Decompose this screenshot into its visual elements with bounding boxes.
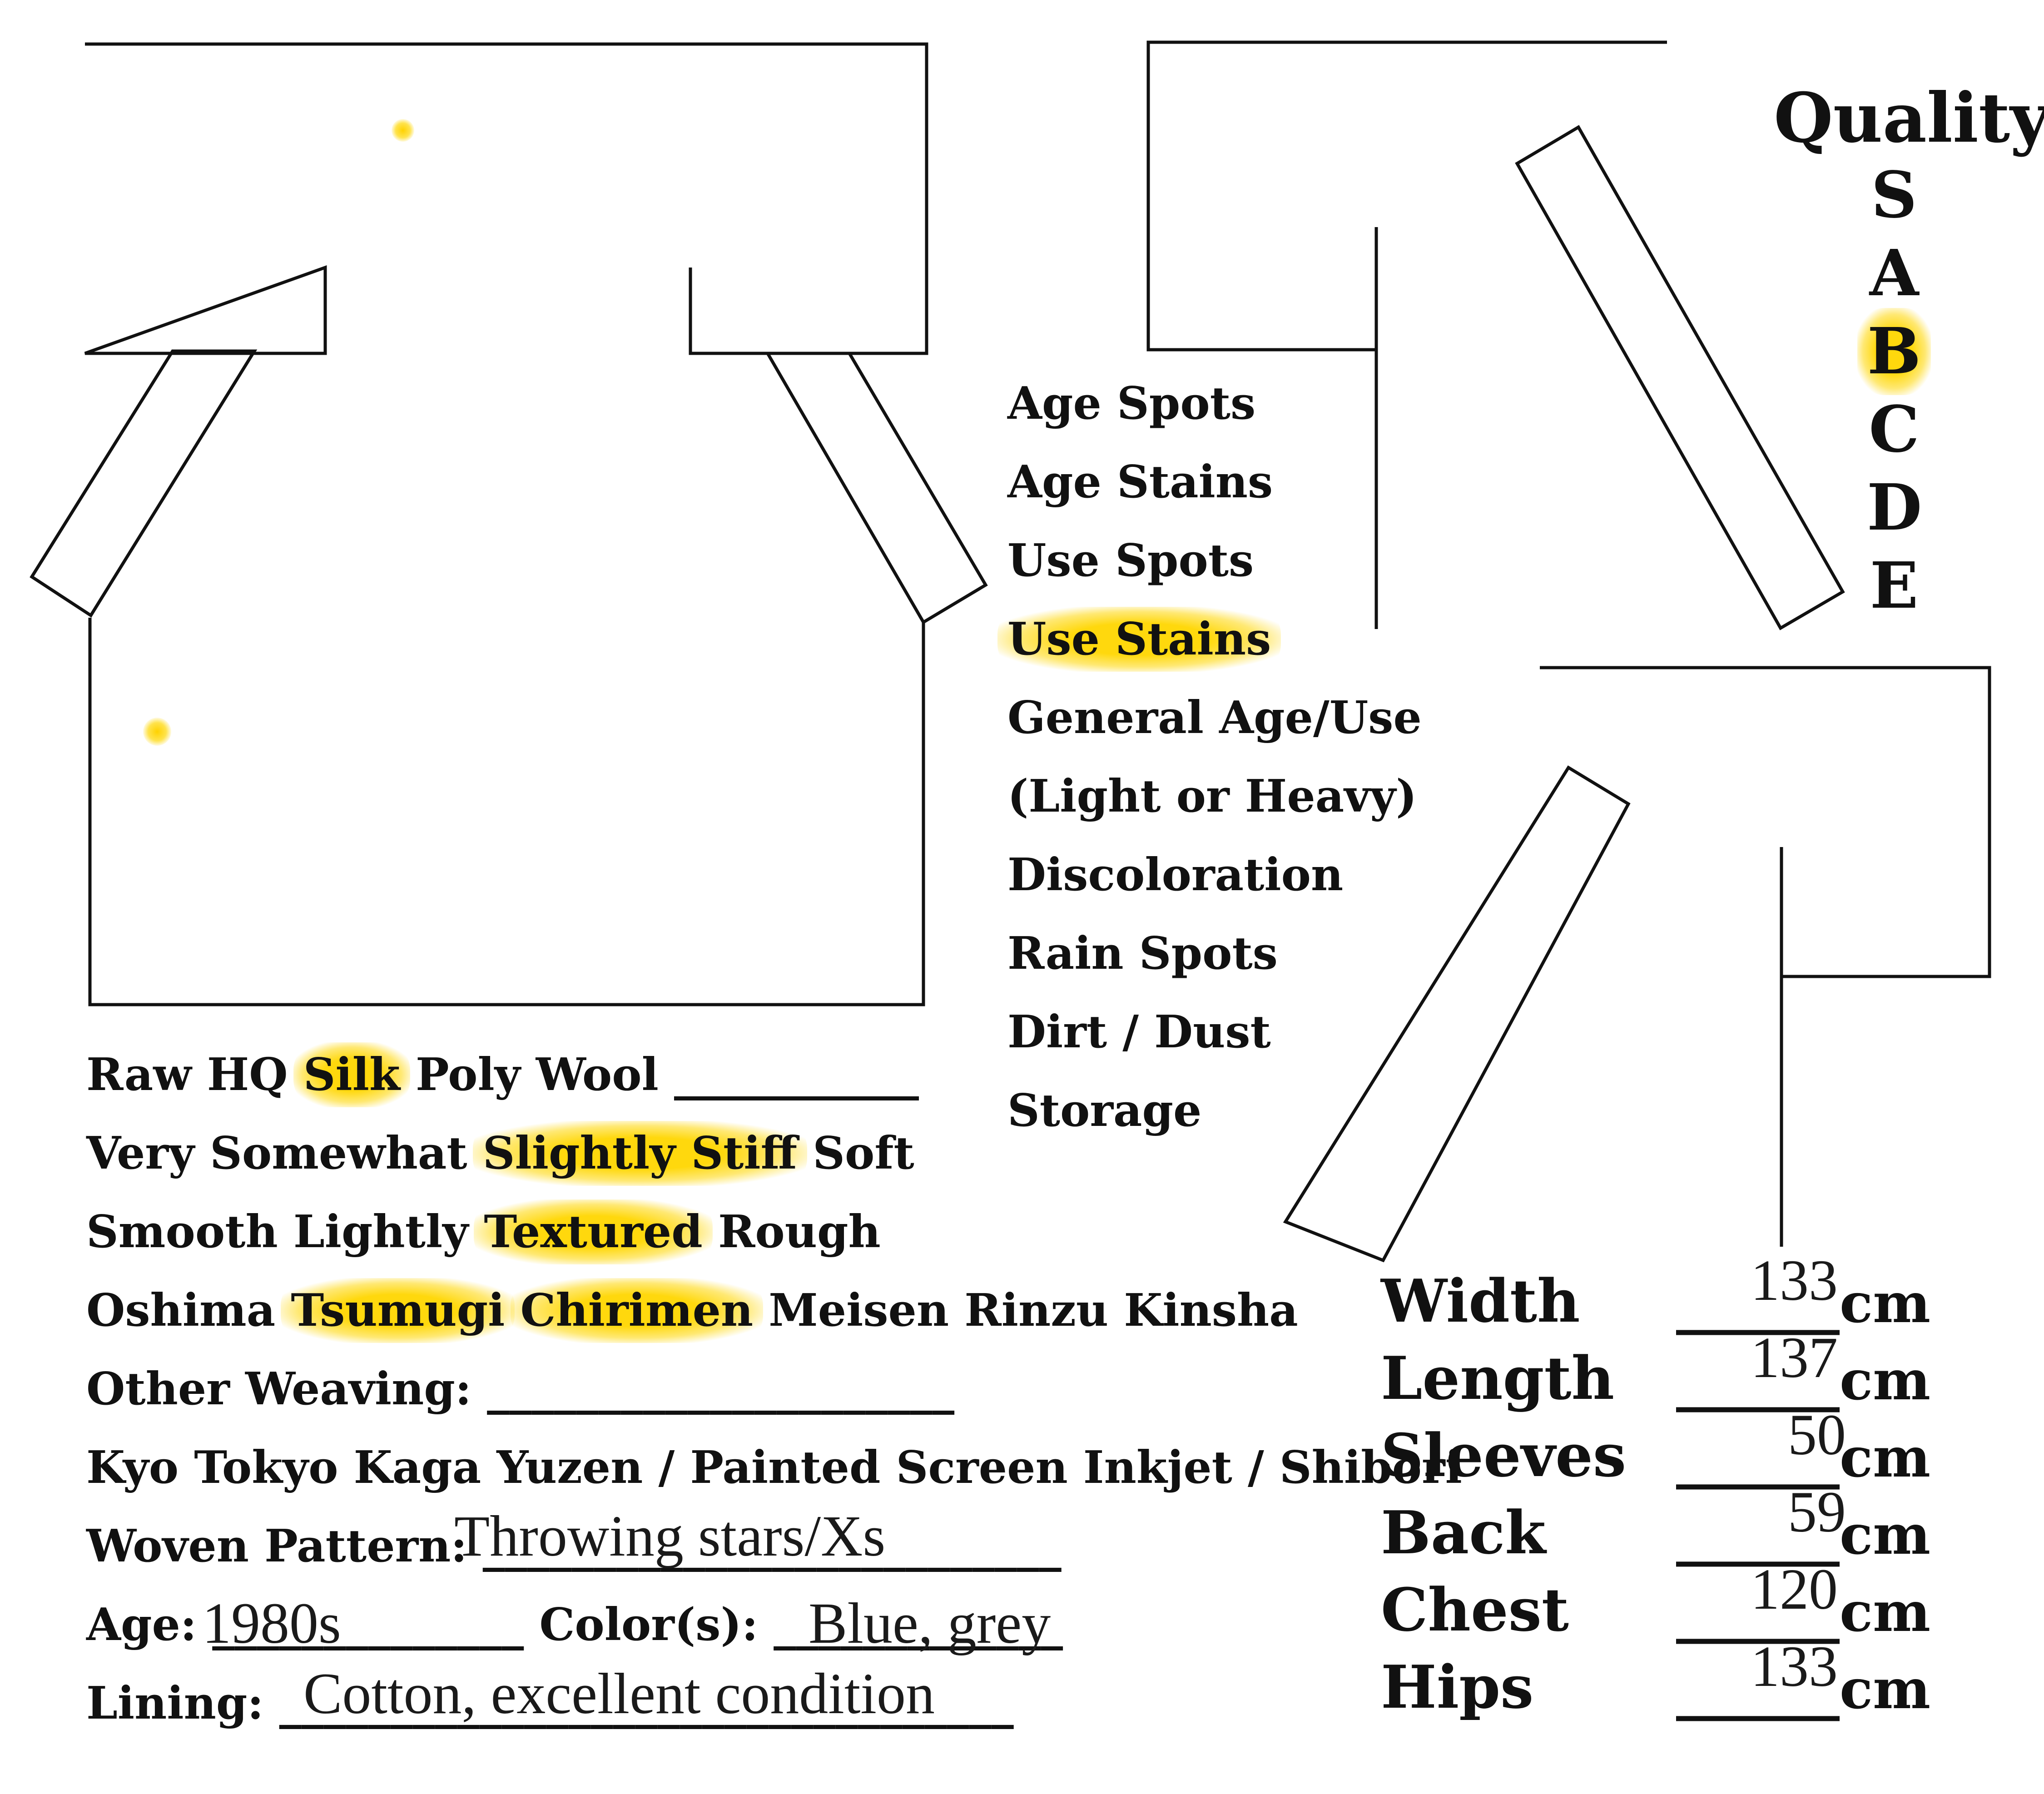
measurement-label-sleeves: Sleeves: [1381, 1421, 1627, 1490]
grade-a[interactable]: A: [1869, 236, 1919, 311]
colors-blank[interactable]: _____________: [774, 1599, 1063, 1651]
front-left-sleeve: [30, 349, 258, 618]
back-upper-strip: [1515, 125, 1845, 630]
weave-option[interactable]: Kinsha: [1124, 1284, 1298, 1337]
condition-highlight: Use Stains: [997, 607, 1281, 672]
measurement-blank[interactable]: ______cm: [1676, 1426, 1931, 1490]
woven-pattern-blank[interactable]: __________________________: [482, 1520, 1062, 1572]
material-other-blank[interactable]: ___________: [674, 1049, 919, 1101]
measurement-blank[interactable]: ______cm: [1676, 1271, 1931, 1335]
material-row: Raw HQ Silk Poly Wool ___________: [86, 1042, 919, 1107]
condition-item[interactable]: General Age/Use: [1007, 692, 1422, 744]
weave-option-selected[interactable]: Chirimen: [510, 1278, 764, 1343]
measurement-value-sleeves: 50: [1788, 1402, 1846, 1467]
colors-label: Color(s):: [539, 1599, 759, 1651]
other-weaving-row: Other Weaving: _____________________: [86, 1367, 954, 1412]
lining-blank[interactable]: _________________________________: [279, 1677, 1014, 1730]
front-body-lower: [88, 618, 925, 1006]
colors-value: Blue, grey: [809, 1591, 1051, 1655]
grade-e[interactable]: E: [1870, 549, 1919, 623]
front-right-sleeve: [764, 352, 988, 624]
measurement-label-hips: Hips: [1381, 1652, 1534, 1722]
material-option[interactable]: Wool: [536, 1049, 659, 1101]
age-color-row: Age: ______________ Color(s): __________…: [86, 1603, 1063, 1647]
back-upper-panel: [1146, 40, 1667, 352]
woven-pattern-row: Woven Pattern: _________________________…: [86, 1524, 1062, 1569]
front-kimono-outline: [84, 42, 928, 355]
other-weaving-label: Other Weaving:: [86, 1363, 472, 1415]
lining-label: Lining:: [86, 1677, 264, 1730]
back-lower-panel: [1540, 666, 1991, 978]
measurement-blank[interactable]: ______cm: [1676, 1503, 1931, 1567]
condition-item[interactable]: Age Spots: [1007, 377, 1256, 430]
woven-pattern-value: Throwing stars/Xs: [454, 1504, 886, 1568]
weave-option-selected[interactable]: Tsumugi: [281, 1278, 515, 1343]
stiffness-option-selected[interactable]: Slightly Stiff: [472, 1121, 808, 1186]
material-option-selected[interactable]: Silk: [293, 1042, 410, 1107]
material-option[interactable]: Poly: [416, 1049, 521, 1101]
texture-row: Smooth Lightly Textured Rough: [86, 1199, 881, 1264]
weave-option[interactable]: Meisen: [769, 1284, 949, 1337]
back-lower-strip: [1283, 765, 1631, 1263]
grade-c[interactable]: C: [1869, 392, 1920, 467]
condition-item[interactable]: Use Spots: [1007, 535, 1254, 587]
measurement-blank[interactable]: ______cm: [1676, 1657, 1931, 1721]
measurement-value-chest: 120: [1751, 1557, 1838, 1621]
texture-option-selected[interactable]: Textured: [474, 1199, 713, 1264]
other-weaving-blank[interactable]: _____________________: [487, 1363, 955, 1415]
lining-value: Cotton, excellent condition: [303, 1661, 935, 1726]
measurement-label-length: Length: [1381, 1343, 1615, 1413]
condition-item-selected[interactable]: Use Stains: [997, 607, 1281, 672]
material-option[interactable]: Raw: [86, 1049, 192, 1101]
dye-row: Kyo Tokyo Kaga Yuzen / Painted Screen In…: [86, 1446, 1462, 1490]
stiffness-option[interactable]: Soft: [813, 1127, 914, 1179]
measurement-label-back: Back: [1381, 1498, 1546, 1567]
grade-s[interactable]: S: [1871, 158, 1917, 233]
stiffness-row: Very Somewhat Slightly Stiff Soft: [86, 1121, 914, 1186]
grade-b-selected: B: [1857, 308, 1931, 395]
weave-option[interactable]: Rinzu: [964, 1284, 1109, 1337]
material-option[interactable]: HQ: [207, 1049, 288, 1101]
stain-mark: [392, 119, 414, 142]
condition-item[interactable]: Age Stains: [1007, 456, 1273, 508]
stiffness-option[interactable]: Somewhat: [210, 1127, 467, 1179]
measurement-value-hips: 133: [1751, 1634, 1838, 1699]
texture-option[interactable]: Rough: [718, 1206, 881, 1258]
measurement-label-width: Width: [1381, 1266, 1580, 1336]
condition-item[interactable]: Discoloration: [1007, 849, 1344, 901]
measurement-value-back: 59: [1788, 1480, 1846, 1544]
weave-row: Oshima Tsumugi Chirimen Meisen Rinzu Kin…: [86, 1278, 1298, 1343]
grade-b[interactable]: B: [1857, 308, 1931, 395]
texture-option[interactable]: Smooth: [86, 1206, 278, 1258]
measurement-blank[interactable]: ______cm: [1676, 1348, 1931, 1412]
measurement-value-width: 133: [1751, 1248, 1838, 1313]
measurement-label-chest: Chest: [1381, 1575, 1569, 1645]
condition-item[interactable]: Storage: [1007, 1085, 1202, 1137]
age-blank[interactable]: ______________: [212, 1599, 524, 1651]
condition-item[interactable]: (Light or Heavy): [1007, 770, 1417, 823]
lining-row: Lining: ________________________________…: [86, 1681, 1014, 1726]
dye-options[interactable]: Kyo Tokyo Kaga Yuzen / Painted Screen In…: [86, 1442, 1462, 1494]
texture-option[interactable]: Lightly: [293, 1206, 469, 1258]
stain-mark: [143, 718, 171, 746]
grade-d[interactable]: D: [1867, 471, 1922, 545]
condition-item[interactable]: Dirt / Dust: [1007, 1006, 1271, 1058]
weave-option[interactable]: Oshima: [86, 1284, 276, 1337]
quality-title: Quality: [1774, 78, 2044, 158]
age-value: 1980s: [202, 1591, 341, 1655]
stiffness-option[interactable]: Very: [86, 1127, 194, 1179]
woven-pattern-label: Woven Pattern:: [86, 1520, 467, 1572]
measurement-value-length: 137: [1751, 1325, 1838, 1390]
condition-item[interactable]: Rain Spots: [1007, 927, 1278, 980]
age-label: Age:: [86, 1599, 197, 1651]
measurement-blank[interactable]: ______cm: [1676, 1580, 1931, 1644]
